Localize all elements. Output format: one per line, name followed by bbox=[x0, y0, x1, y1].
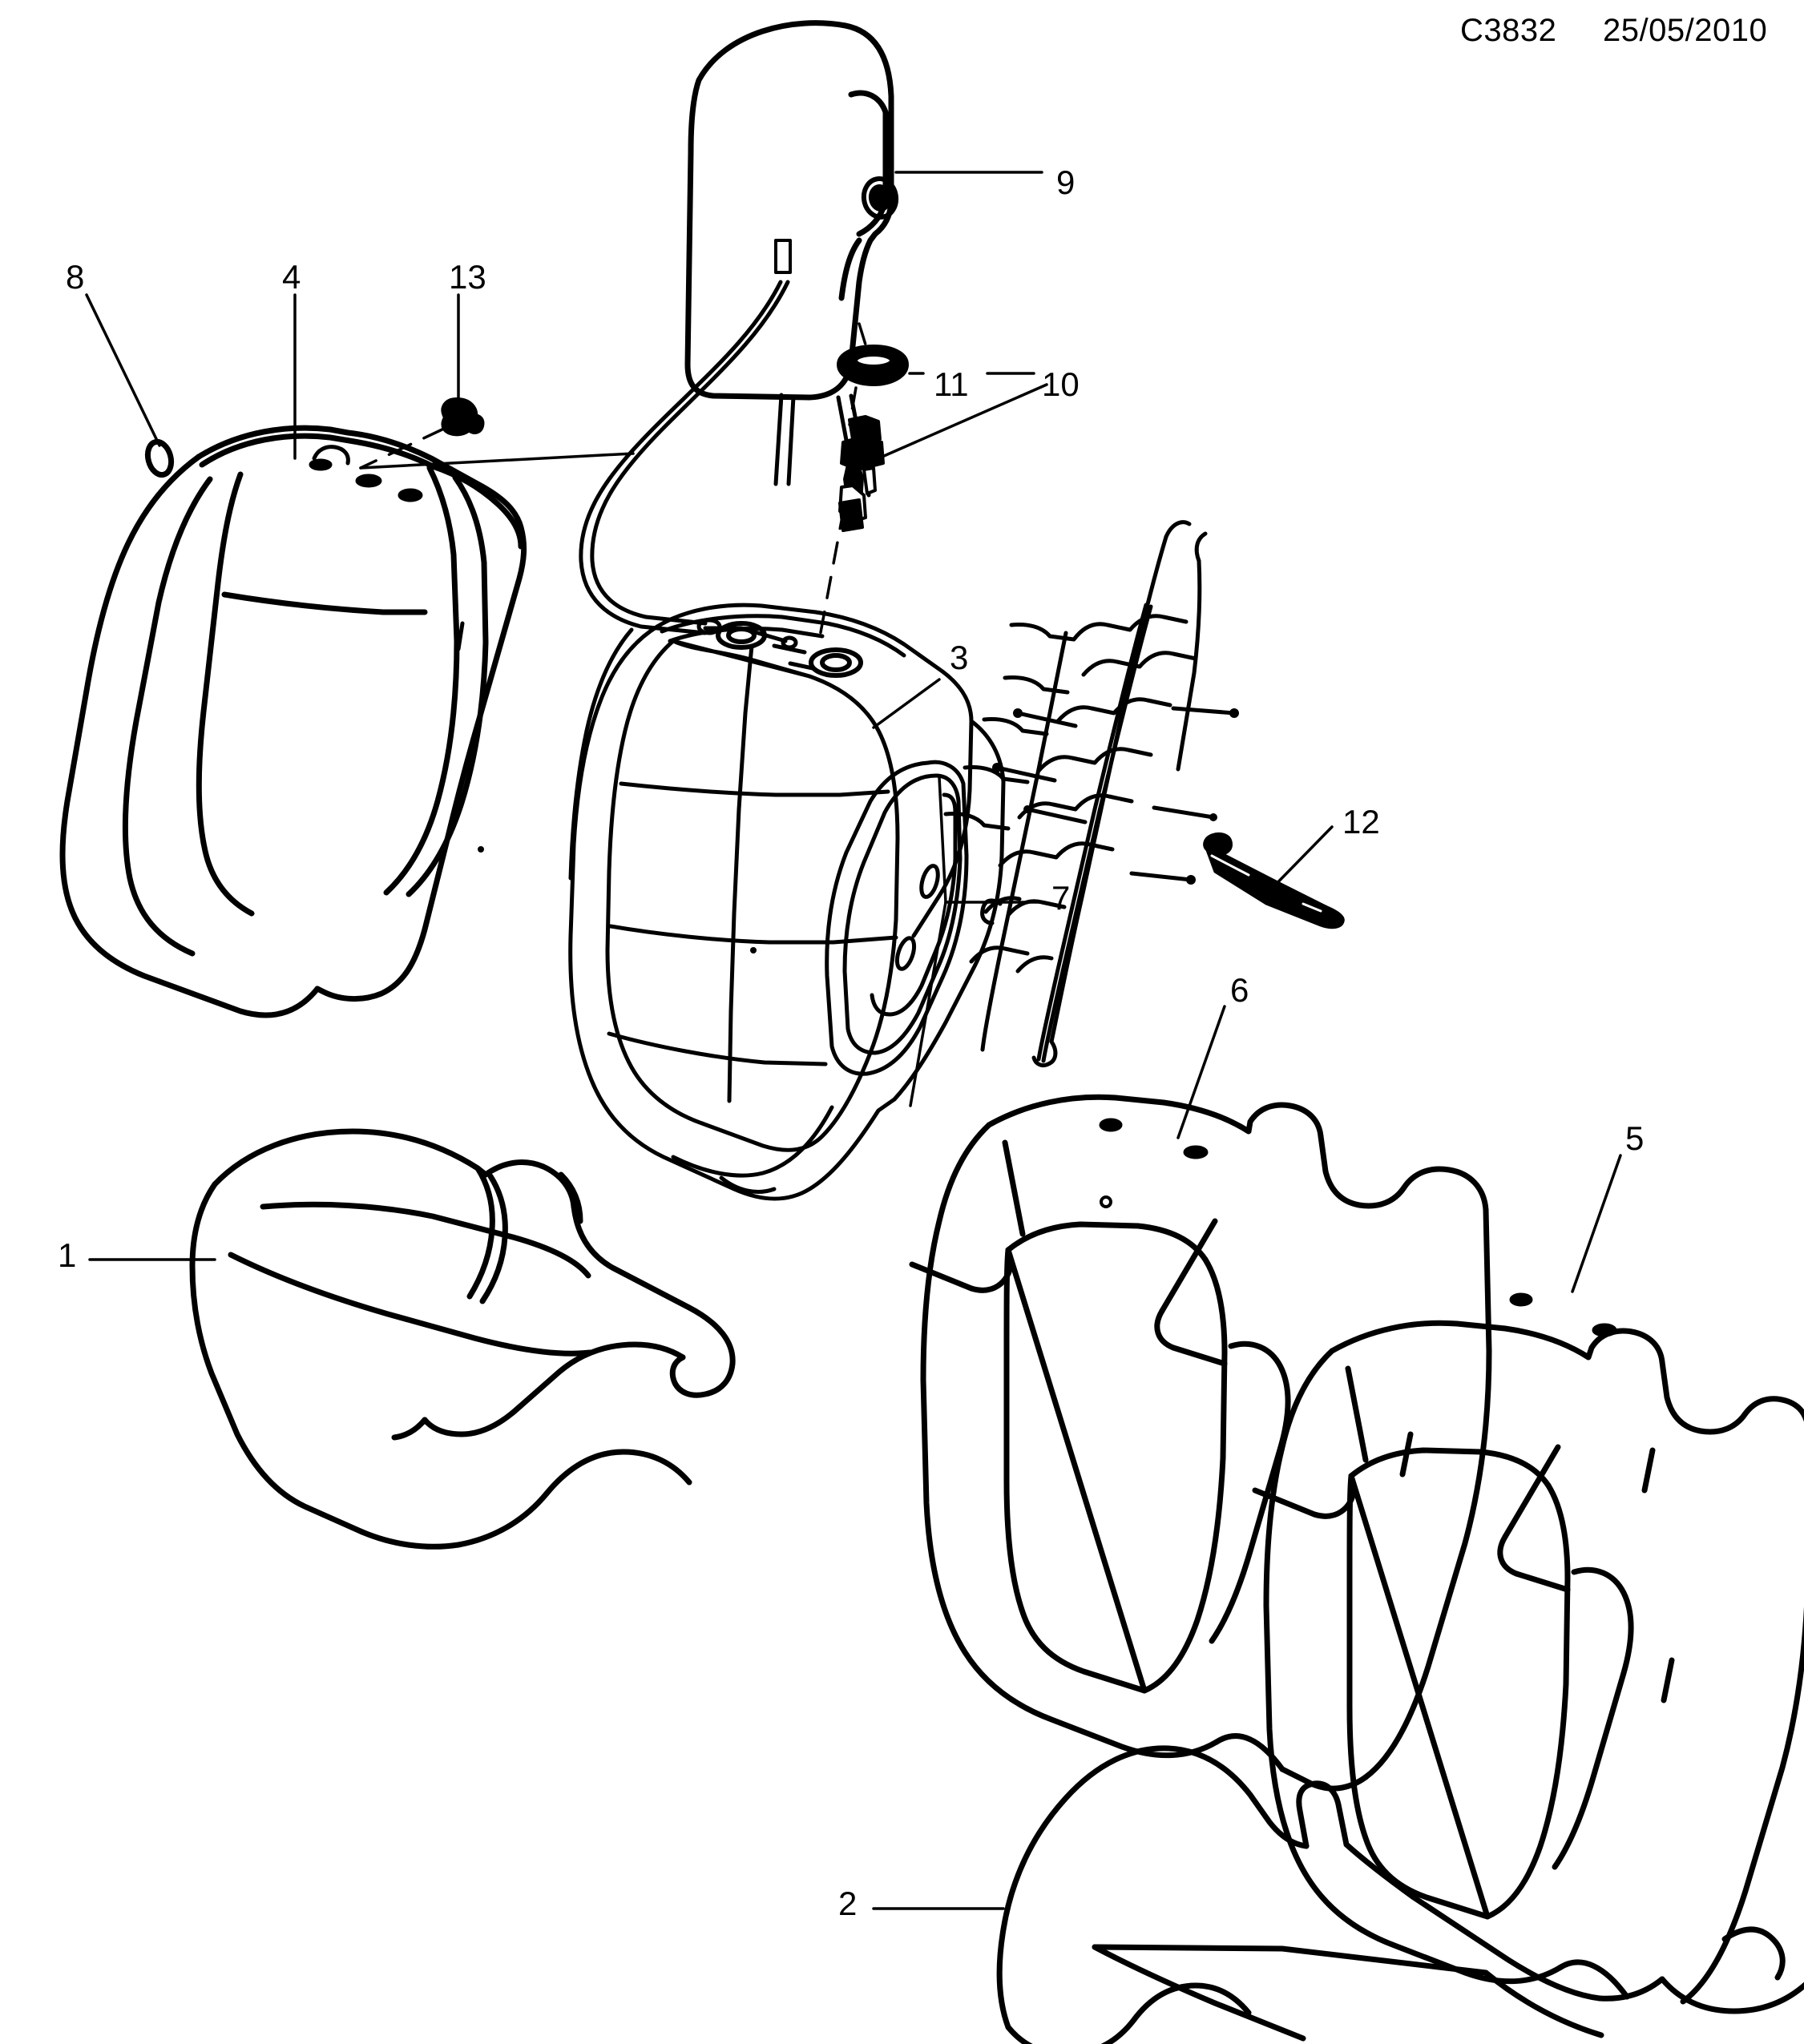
callout-5: 5 bbox=[1625, 1119, 1645, 1157]
callout-7: 7 bbox=[1051, 879, 1071, 917]
callout-11: 11 bbox=[934, 365, 969, 403]
backrest-cover-left-part bbox=[909, 1094, 1492, 1792]
callout-8: 8 bbox=[66, 258, 85, 296]
backrest-foam-pad-part bbox=[478, 603, 1006, 1201]
release-cable bbox=[579, 239, 798, 650]
head-restraint-pivot-boss bbox=[861, 176, 899, 220]
callout-leaders bbox=[85, 171, 1622, 1910]
callout-4: 4 bbox=[282, 258, 301, 296]
callout-6: 6 bbox=[1230, 971, 1249, 1009]
callout-1: 1 bbox=[58, 1236, 77, 1274]
head-restraint-guide-latch-part bbox=[838, 415, 885, 532]
callout-9: 9 bbox=[1056, 163, 1076, 201]
head-restraint-guide-washer-part bbox=[837, 345, 909, 386]
retaining-clip-part bbox=[441, 397, 485, 437]
drawing-date: 25/05/2010 bbox=[1603, 13, 1768, 48]
seat-cushion-pad-part bbox=[189, 1128, 736, 1550]
head-restraint-part bbox=[684, 20, 894, 401]
wire-clip-part bbox=[1203, 832, 1345, 929]
callout-2: 2 bbox=[838, 1885, 858, 1922]
callout-3: 3 bbox=[950, 639, 969, 676]
callout-10: 10 bbox=[1042, 365, 1080, 403]
drawing-code: C3832 bbox=[1460, 13, 1557, 48]
suspension-spring-mat-part bbox=[943, 520, 1239, 1068]
callout-12: 12 bbox=[1342, 803, 1380, 841]
grommet-ring-part bbox=[144, 438, 175, 478]
seat-cushion-cover-part bbox=[996, 1745, 1804, 2044]
backrest-trim-cover-part bbox=[59, 425, 527, 1018]
callout-13: 13 bbox=[449, 258, 486, 296]
backrest-cover-right-part bbox=[1252, 1292, 1804, 2005]
